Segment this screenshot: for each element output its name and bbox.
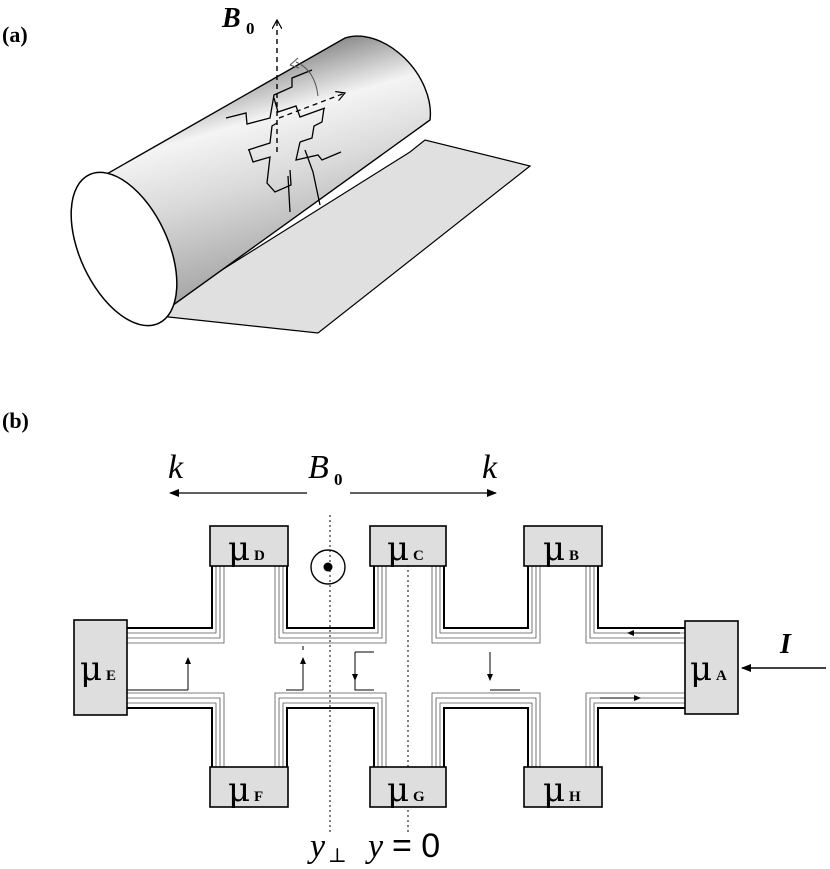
contact-mu-h: μ H	[523, 766, 603, 810]
b0-subscript-b: 0	[334, 470, 343, 489]
hall-bar-outer-edge	[127, 566, 685, 767]
b0-subscript-a: 0	[246, 19, 255, 38]
mu-d-symbol: μ	[228, 529, 250, 569]
mu-f-symbol: μ	[228, 770, 250, 810]
mu-a-subscript: A	[716, 668, 727, 684]
mu-c-subscript: C	[413, 548, 424, 564]
current-label: I	[779, 629, 792, 660]
mu-b-subscript: B	[569, 548, 579, 564]
contact-mu-f: μ F	[209, 766, 289, 810]
panel-a-label: (a)	[2, 22, 28, 47]
mu-f-subscript: F	[254, 789, 263, 805]
b0-symbol-a: B	[221, 3, 241, 34]
mu-c-symbol: μ	[387, 529, 409, 569]
contact-mu-a: μ A	[684, 620, 739, 715]
hall-bar-outline	[225, 69, 342, 213]
edge-current-arrows	[127, 630, 680, 701]
b0-symbol-b: B	[308, 449, 329, 486]
mu-a-symbol: μ	[690, 649, 712, 689]
flat-sheet	[148, 139, 532, 334]
mu-b-symbol: μ	[543, 529, 565, 569]
mu-g-symbol: μ	[387, 770, 409, 810]
mu-g-subscript: G	[413, 789, 425, 805]
angle-arc-head	[289, 57, 300, 69]
mu-e-symbol: μ	[80, 649, 102, 689]
panel-b: (b) k k B 0	[2, 408, 826, 867]
b0-out-of-page-dot	[323, 562, 333, 572]
y-perp-subscript: ⊥	[328, 845, 347, 867]
contact-mu-g: μ G	[369, 766, 447, 810]
panel-a: (a) B 0	[2, 3, 532, 334]
mu-d-subscript: D	[254, 548, 265, 564]
k-left-label: k	[168, 449, 184, 486]
y-perp-symbol: y	[307, 828, 326, 865]
edge-channels	[127, 566, 685, 767]
cylinder-end-cap	[70, 171, 178, 327]
contact-mu-b: μ B	[523, 525, 603, 569]
mu-h-subscript: H	[569, 789, 581, 805]
contact-mu-d: μ D	[209, 525, 289, 569]
mu-e-subscript: E	[106, 668, 116, 684]
angle-arc	[295, 61, 319, 97]
k-right-label: k	[482, 449, 498, 486]
cylinder-body	[90, 35, 432, 318]
mu-h-symbol: μ	[543, 770, 565, 810]
contact-mu-c: μ C	[369, 525, 447, 569]
y-zero-eq: = 0	[392, 827, 440, 865]
y-zero-symbol: y	[365, 828, 384, 865]
panel-b-label: (b)	[2, 408, 29, 433]
normal-vector-arrow	[278, 93, 345, 119]
contact-mu-e: μ E	[73, 619, 128, 716]
